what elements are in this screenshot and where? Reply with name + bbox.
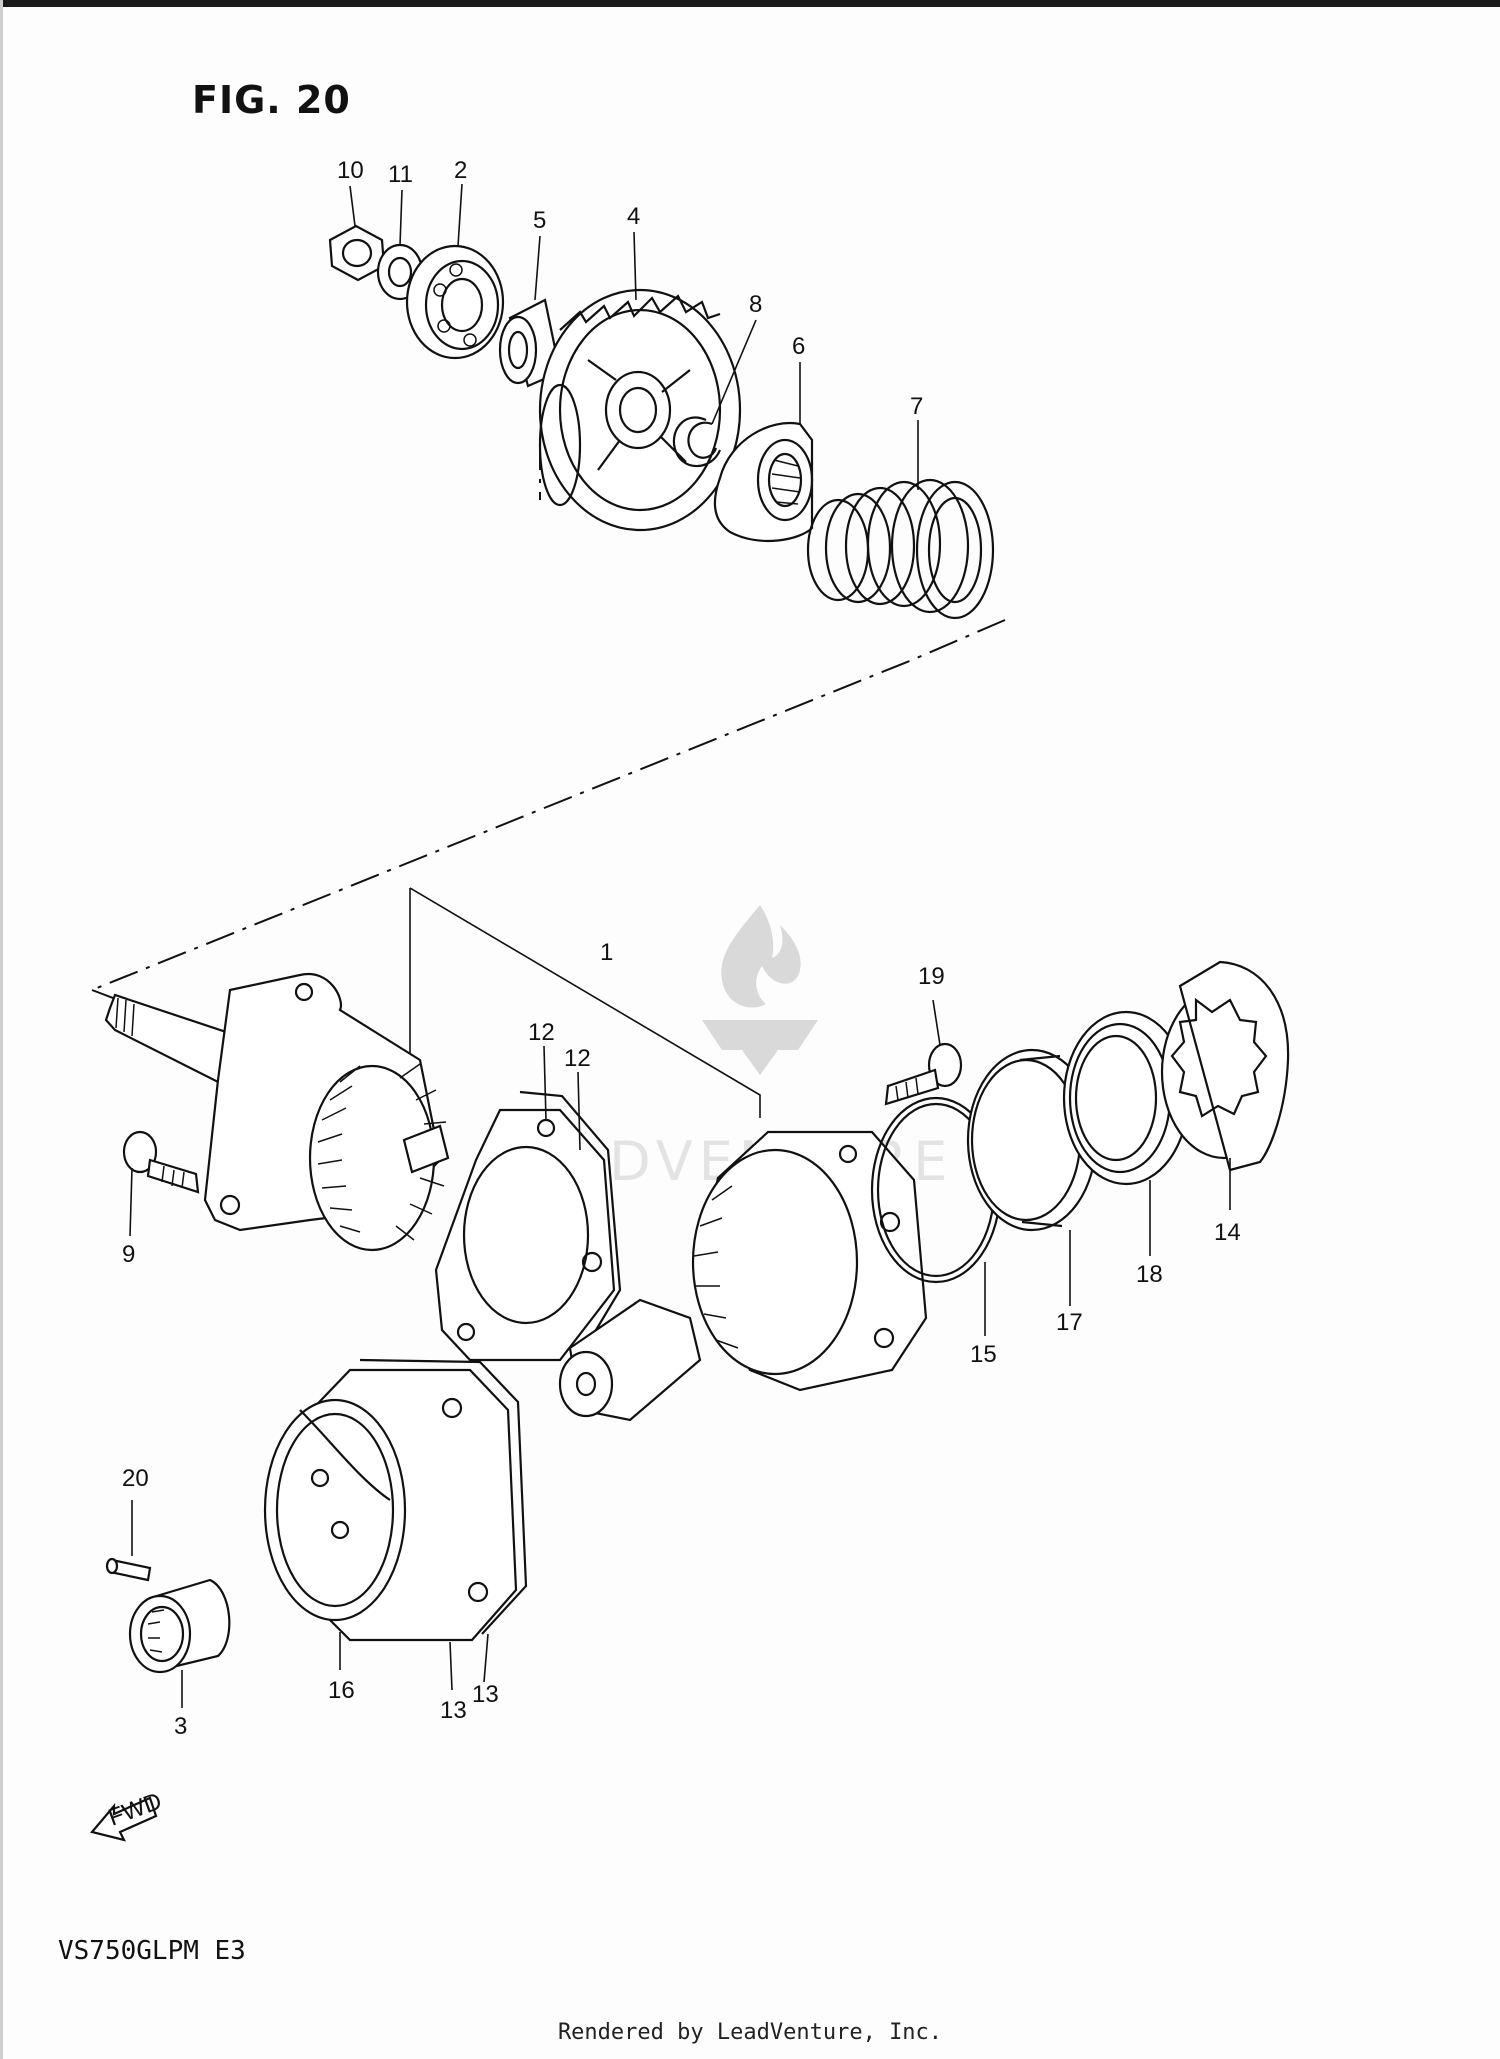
bearing-part-3 (128, 1578, 231, 1674)
pinion-housing (558, 1130, 928, 1422)
callout-1: 1 (600, 939, 613, 966)
gasket-part-12 (434, 1090, 622, 1371)
spring-part-7 (806, 478, 995, 620)
bracket-line-2 (409, 887, 761, 1118)
final-gear-housing (104, 972, 450, 1252)
callout-10: 10 (337, 157, 364, 184)
watermark-flame-icon (721, 905, 801, 1008)
gear-part-4 (538, 288, 742, 532)
oil-seal-part-18 (1062, 1010, 1190, 1186)
bolt-part-9 (122, 1130, 200, 1194)
bolt-part-19 (884, 1042, 963, 1106)
watermark-logo-icon (702, 1020, 818, 1075)
callout-19: 19 (918, 963, 945, 990)
callout-3: 3 (174, 1713, 187, 1740)
left-border (0, 0, 3, 2059)
cam-part-6 (713, 421, 814, 543)
callout-11: 11 (388, 161, 413, 188)
fwd-arrow-icon (90, 1796, 158, 1842)
forward-direction-indicator: FWD (90, 1788, 165, 1842)
nut-part-10 (328, 224, 386, 282)
callout-18: 18 (1136, 1261, 1163, 1288)
top-border (0, 0, 1500, 7)
callout-17: 17 (1056, 1309, 1083, 1336)
callout-7: 7 (910, 393, 923, 420)
footer-credit: Rendered by LeadVenture, Inc. (557, 2020, 943, 2045)
callout-5: 5 (533, 207, 546, 234)
callout-numbers: 10 11 2 5 4 8 6 7 1 19 12 12 9 14 18 17 … (122, 157, 1241, 1740)
model-code: VS750GLPM E3 (58, 1936, 246, 1966)
bearing-part-2 (405, 244, 505, 360)
callout-14: 14 (1214, 1219, 1241, 1246)
callout-6: 6 (792, 333, 805, 360)
figure-title: FIG. 20 (192, 78, 351, 122)
callout-20: 20 (122, 1465, 149, 1492)
callout-12a: 12 (528, 1019, 555, 1046)
callout-2: 2 (454, 157, 467, 184)
pinion-gear (691, 1148, 859, 1376)
callout-13b: 13 (472, 1681, 499, 1708)
upper-assembly-line (91, 619, 1006, 991)
callout-8: 8 (749, 291, 762, 318)
callout-4: 4 (627, 203, 640, 230)
lock-nut-part-14 (1160, 960, 1290, 1172)
callout-12b: 12 (564, 1045, 591, 1072)
upper-gear-assembly (328, 224, 995, 620)
callout-leaders (129, 183, 1231, 1708)
callout-13a: 13 (440, 1697, 467, 1724)
cover-part-16 (263, 1358, 528, 1642)
callout-16: 16 (328, 1677, 355, 1704)
pin-part-20 (105, 1557, 152, 1582)
circlip-part-8 (672, 416, 722, 468)
callout-15: 15 (970, 1341, 997, 1368)
callout-9: 9 (122, 1241, 135, 1268)
